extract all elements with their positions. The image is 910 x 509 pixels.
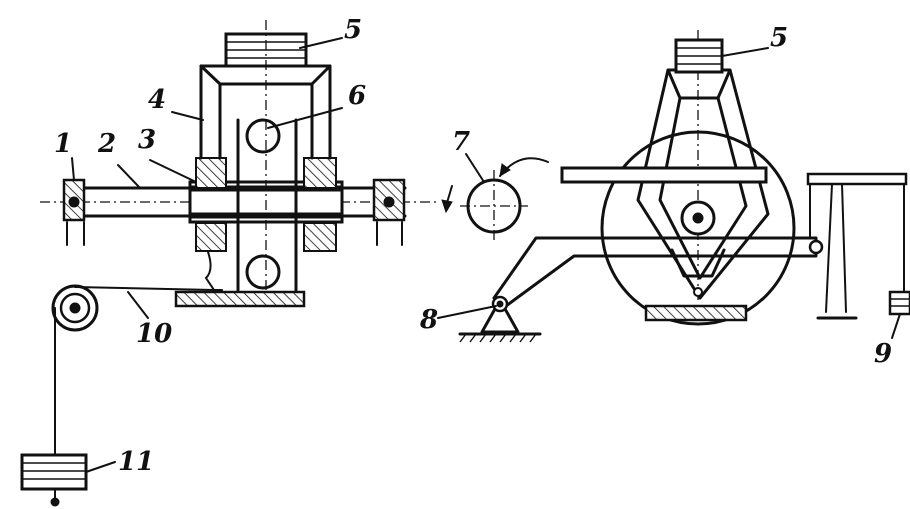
base-plate [174, 290, 306, 308]
upper-arm [560, 166, 768, 184]
label-10: 10 [136, 319, 172, 349]
pivot-support [458, 295, 542, 343]
label-4: 4 [148, 85, 166, 115]
right-front-view: 5 7 8 9 [419, 23, 910, 369]
small-weight [888, 290, 910, 316]
leader-lines-left [71, 37, 343, 473]
rotation-indicator [441, 157, 549, 240]
top-weight-right [674, 38, 724, 74]
drum [236, 20, 298, 300]
label-8: 8 [419, 305, 438, 335]
label-9: 9 [874, 339, 892, 369]
lever-arm [492, 236, 824, 308]
base-plate-right [644, 304, 748, 322]
balance-stand [806, 172, 908, 320]
pulley [51, 284, 99, 332]
right-bearing [372, 178, 406, 246]
label-3: 3 [138, 125, 156, 155]
label-11: 11 [118, 447, 154, 477]
label-5-left: 5 [344, 15, 362, 45]
label-7: 7 [452, 127, 470, 157]
lever-clamp [204, 251, 223, 291]
left-side-view: 1 2 3 4 5 6 10 11 [20, 15, 440, 507]
label-5-right: 5 [770, 23, 788, 53]
hanging-weight [20, 453, 88, 507]
label-1: 1 [54, 129, 72, 159]
left-bearing [62, 178, 86, 246]
leader-lines-right [437, 47, 901, 339]
brake-shoes [195, 157, 337, 252]
hub [670, 200, 726, 297]
label-2: 2 [97, 129, 116, 159]
rope [54, 286, 215, 456]
label-6: 6 [348, 81, 366, 111]
